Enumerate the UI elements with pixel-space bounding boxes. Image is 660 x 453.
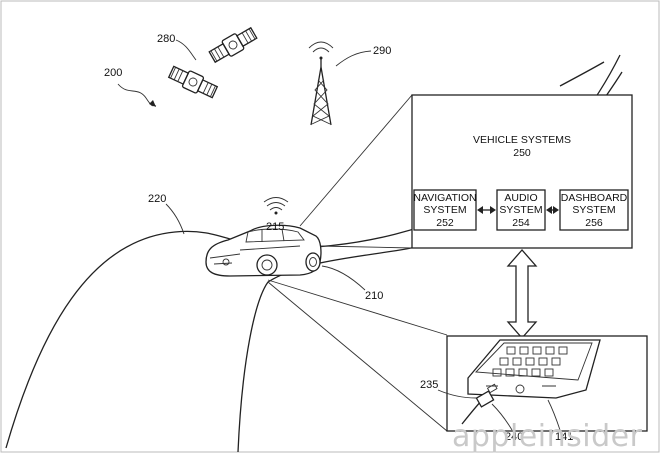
navigation-ref: 252 bbox=[436, 217, 454, 229]
vertical-double-arrow-icon bbox=[506, 249, 538, 339]
ref-240-leader bbox=[491, 403, 513, 431]
ref-280: 280 bbox=[157, 33, 175, 45]
navigation-system-box bbox=[413, 189, 477, 231]
audio-label-2: SYSTEM bbox=[499, 204, 542, 216]
satellite-icon bbox=[167, 65, 219, 99]
cell-tower-icon bbox=[308, 41, 334, 126]
road-edge-far bbox=[559, 61, 605, 87]
watermark-logo: appleinsider bbox=[452, 419, 643, 453]
dashboard-label-2: SYSTEM bbox=[572, 204, 615, 216]
projection-line bbox=[299, 94, 413, 227]
projection-line bbox=[267, 281, 448, 432]
ref-280-leader bbox=[175, 39, 197, 61]
ref-290: 290 bbox=[373, 45, 391, 57]
vehicle-systems-title: VEHICLE SYSTEMS bbox=[473, 134, 571, 146]
navigation-label-1: NAVIGATION bbox=[413, 192, 476, 204]
audio-system-box bbox=[496, 189, 546, 231]
dashboard-label-1: DASHBOARD bbox=[561, 192, 628, 204]
ref-215: 215 bbox=[266, 221, 284, 233]
ref-235: 235 bbox=[420, 379, 438, 391]
double-arrow-icon bbox=[477, 206, 496, 214]
car-icon bbox=[205, 224, 322, 277]
ref-141-leader bbox=[547, 399, 561, 431]
ref-235-leader bbox=[437, 389, 477, 399]
ref-240: 240 bbox=[505, 431, 523, 443]
projection-line bbox=[317, 245, 413, 249]
ref-200: 200 bbox=[104, 67, 122, 79]
ref-141: 141 bbox=[555, 431, 573, 443]
audio-ref: 254 bbox=[512, 217, 530, 229]
ref-220-leader bbox=[165, 203, 185, 235]
projection-line bbox=[267, 279, 448, 336]
vehicle-systems-ref: 250 bbox=[513, 147, 531, 159]
app-icon-grid bbox=[492, 346, 568, 377]
ref-200-arrowhead bbox=[149, 100, 156, 107]
ref-210-leader bbox=[321, 265, 366, 291]
audio-label-1: AUDIO bbox=[504, 192, 537, 204]
ref-290-leader bbox=[335, 50, 372, 67]
dashboard-ref: 256 bbox=[585, 217, 603, 229]
navigation-label-2: SYSTEM bbox=[423, 204, 466, 216]
satellite-icon bbox=[208, 26, 258, 64]
double-arrow-icon bbox=[546, 206, 559, 214]
lightning-connector-icon bbox=[461, 383, 498, 425]
ref-220: 220 bbox=[148, 193, 166, 205]
dashboard-system-box bbox=[559, 189, 629, 231]
ref-210: 210 bbox=[365, 290, 383, 302]
wifi-icon bbox=[263, 197, 289, 215]
